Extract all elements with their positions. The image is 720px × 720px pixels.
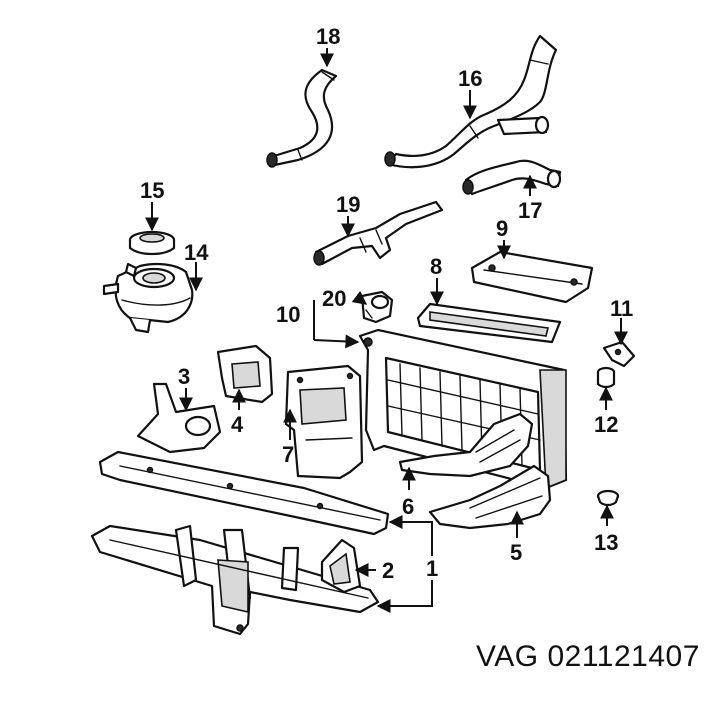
part-17-hose (462, 159, 562, 196)
callout-7: 7 (282, 442, 294, 467)
part-9-cover (470, 250, 594, 304)
callout-1: 1 (426, 556, 438, 581)
part-11-bracket (602, 340, 636, 368)
callout-9: 9 (496, 216, 508, 241)
callout-19: 19 (336, 192, 360, 217)
callout-11: 11 (610, 296, 633, 321)
part-19-pipe (313, 200, 444, 266)
callout-5: 5 (510, 540, 522, 565)
part-6-duct (398, 412, 534, 478)
part-20-housing (360, 290, 394, 324)
callout-17: 17 (518, 198, 542, 223)
callout-13: 13 (594, 530, 618, 555)
part-16-hose (384, 34, 558, 169)
callout-14: 14 (184, 240, 209, 265)
part-2-bracket (320, 538, 362, 594)
callout-4: 4 (231, 412, 244, 437)
part-8-seal (416, 302, 562, 344)
leader-lines (145, 48, 628, 613)
callout-15: 15 (140, 178, 164, 203)
callout-2: 2 (382, 558, 394, 583)
part-4-bracket (216, 344, 274, 404)
part-12-grommet (596, 366, 616, 389)
callout-6: 6 (402, 494, 414, 519)
part-number-caption: VAG 021121407 (476, 640, 700, 673)
callout-12: 12 (594, 412, 618, 437)
part-14-tank (102, 262, 194, 334)
part-15-cap (128, 230, 176, 256)
callout-8: 8 (430, 254, 442, 279)
part-7-panel (284, 364, 364, 480)
callout-20: 20 (322, 286, 346, 311)
part-3-bracket (136, 382, 222, 454)
part-13-mount (596, 489, 620, 507)
callout-16: 16 (458, 66, 482, 91)
upper-cross-member (98, 450, 390, 536)
callout-18: 18 (316, 24, 340, 49)
callout-3: 3 (178, 364, 190, 389)
callout-labels: 18 16 17 19 15 14 20 10 9 8 11 12 13 5 6… (140, 24, 633, 583)
callout-10: 10 (276, 302, 300, 327)
lower-carrier (90, 524, 380, 636)
part-18-hose (266, 68, 338, 168)
